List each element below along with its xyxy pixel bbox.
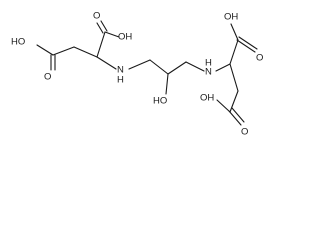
bond: [96, 31, 106, 58]
bond: [215, 63, 231, 72]
atom-label-oh: OH: [224, 12, 238, 23]
bond: [228, 110, 242, 126]
bond: [100, 20, 108, 32]
bond: [216, 99, 231, 113]
structure-diagram: OH O HO O N H HO N H OH O OH O: [11, 11, 263, 138]
bond: [52, 46, 75, 56]
bond: [229, 39, 239, 65]
bond: [236, 39, 256, 53]
atom-label-oh: OH: [118, 32, 132, 43]
atom-label-o: O: [256, 53, 263, 64]
bond: [230, 23, 239, 41]
bond: [167, 61, 187, 75]
bond: [149, 59, 169, 75]
atom-label-oh: OH: [200, 93, 214, 104]
molecule-drawing: OH O HO O N H HO N H OH O OH O: [11, 11, 263, 138]
atom-label-ho: HO: [153, 96, 167, 107]
bond: [231, 107, 245, 123]
bond: [36, 44, 54, 56]
bond: [238, 36, 258, 50]
bond: [73, 46, 98, 58]
bond: [128, 59, 151, 70]
bond: [229, 63, 239, 92]
atom-label-ho: HO: [11, 37, 25, 48]
atom-label-o: O: [44, 72, 51, 83]
atom-label-n: N: [117, 65, 124, 76]
atom-label-o: O: [241, 127, 248, 138]
atom-label-n: N: [205, 67, 212, 78]
bond: [96, 22, 104, 34]
bond: [96, 56, 117, 70]
atom-label-o: O: [93, 11, 100, 22]
bond: [104, 31, 120, 38]
bond: [229, 90, 239, 113]
bond: [165, 73, 169, 95]
atom-label-h: H: [117, 75, 124, 86]
bond: [185, 61, 205, 72]
atom-label-h: H: [205, 58, 212, 69]
